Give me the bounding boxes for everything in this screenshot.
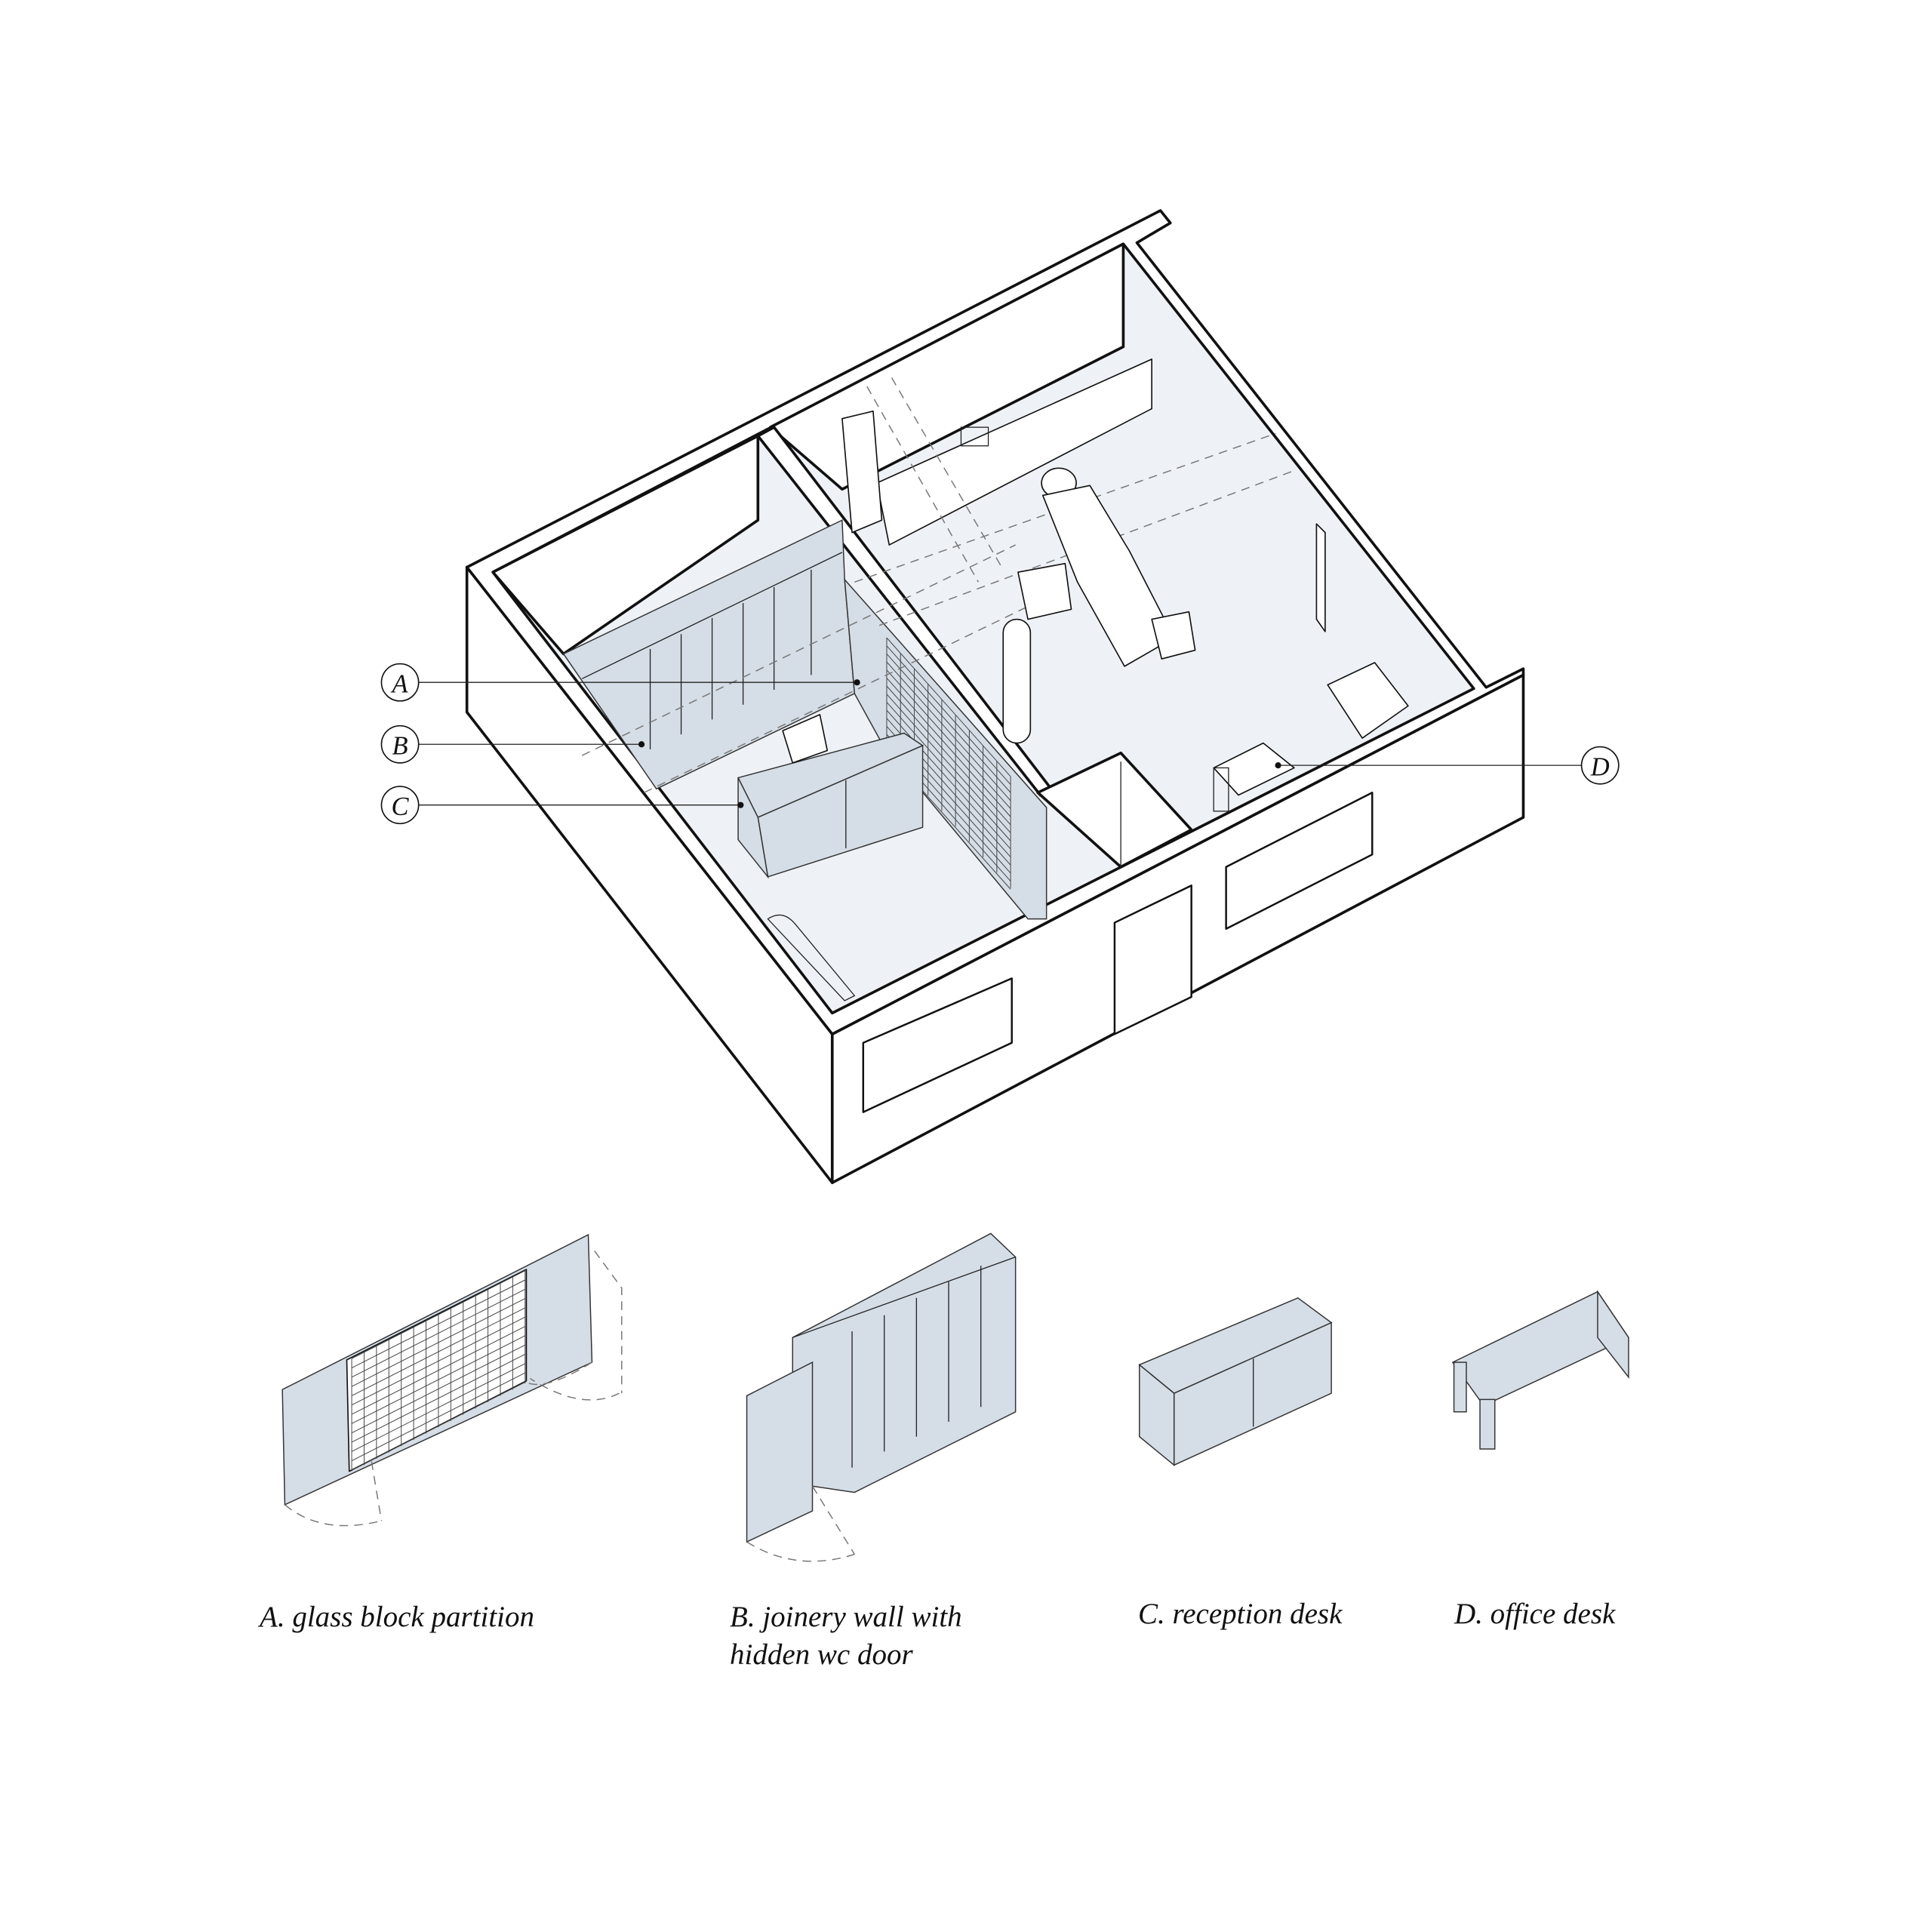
dental-chair [1017,467,1196,667]
detail-glass-block-partition [281,1233,623,1527]
grid-line [351,1363,526,1452]
grid-line [351,1279,526,1368]
callout-d: D [1590,752,1610,781]
callout-c: C [392,792,410,821]
cylinder [1002,618,1032,744]
entrance-door [1113,884,1192,1035]
left-room [562,519,1054,1001]
grid-line [351,1298,526,1387]
callout-b: B [392,731,408,760]
caption-d: D. office desk [1454,1598,1616,1630]
side-cabinet [1327,662,1409,739]
grid-line [886,645,1011,785]
back-cabinetry [876,358,1152,546]
grid-line [886,702,1011,841]
grid-line [351,1307,526,1396]
caption-b-line2: hidden wc door [730,1638,913,1671]
detail-reception-desk [1138,1297,1333,1466]
small-partition [1036,751,1193,869]
grid-line [886,678,1011,817]
reception-desk-side [737,777,769,879]
grid-line [351,1326,526,1415]
callout-a: A [391,669,409,698]
left-room-back-wall [491,434,760,656]
grid-line [351,1372,526,1462]
grid-line [886,685,1011,826]
detail-joinery-wall [746,1232,1017,1562]
glass-block-partition [844,577,1048,920]
column [841,411,883,534]
right-door [1315,523,1326,632]
reception-chair [782,714,829,764]
sofa [767,914,856,1001]
grid-line [351,1270,526,1359]
caption-a: A. glass block partition [260,1601,534,1633]
window-left [862,977,1013,1113]
grid-line [886,709,1011,850]
grid-line [351,1381,526,1471]
callouts: A B C D [380,663,1620,825]
grid-line [886,661,1011,801]
grid-line [886,654,1011,793]
caption-b: B. joinery wall with [730,1601,962,1633]
grid-line [886,637,1011,777]
grid-line [351,1288,526,1378]
joinery-panels [581,552,843,749]
detail-office-desk [1451,1290,1630,1450]
office-desk [1213,742,1295,796]
grid-line [886,694,1011,833]
grid-line [351,1344,526,1434]
grid-line [351,1316,526,1406]
grid-line [351,1354,526,1443]
right-room [841,358,1409,812]
caption-c: C. reception desk [1138,1598,1343,1630]
grid-line [351,1335,526,1424]
window-right [1225,792,1374,930]
sink [960,426,989,447]
grid-line [886,669,1011,809]
